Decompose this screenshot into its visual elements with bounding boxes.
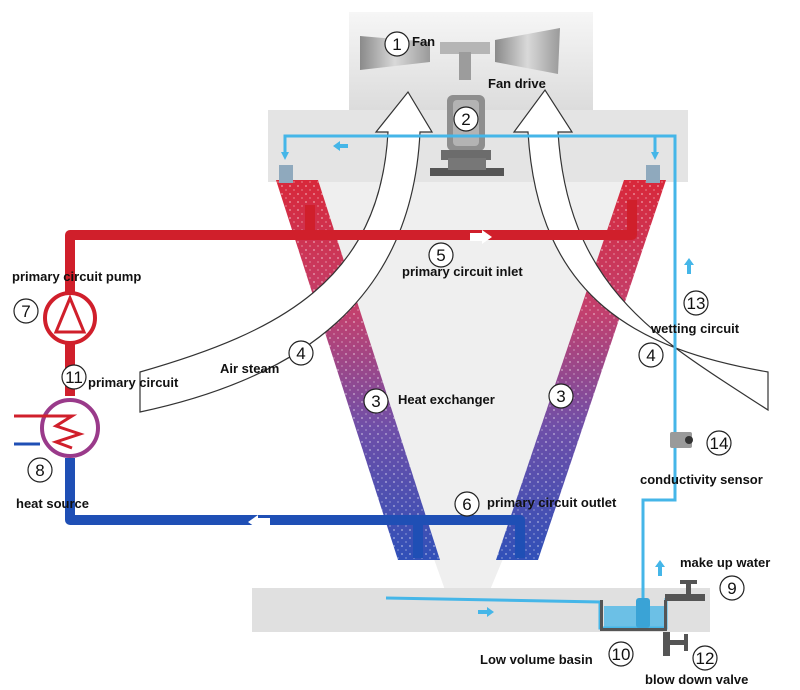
svg-text:3: 3 bbox=[556, 387, 565, 406]
primary-outlet-pipe bbox=[65, 458, 525, 558]
svg-text:2: 2 bbox=[461, 110, 470, 129]
air-stream-right bbox=[512, 88, 769, 412]
badge-11: 11 bbox=[61, 364, 87, 390]
badge-14: 14 bbox=[706, 430, 732, 456]
blow-down-valve bbox=[663, 632, 688, 656]
labels: Fan Fan drive Heat exchanger Air steam p… bbox=[12, 34, 770, 687]
low-volume-basin bbox=[385, 596, 668, 631]
label-make-up-water: make up water bbox=[680, 555, 770, 570]
label-air-stream: Air steam bbox=[220, 361, 279, 376]
label-primary-inlet: primary circuit inlet bbox=[402, 264, 523, 279]
badge-8: 8 bbox=[27, 457, 53, 483]
badge-2: 2 bbox=[453, 106, 479, 132]
svg-text:5: 5 bbox=[436, 246, 445, 265]
badge-3-right: 3 bbox=[548, 383, 574, 409]
badge-5: 5 bbox=[428, 242, 454, 268]
conductivity-sensor bbox=[670, 432, 693, 448]
badge-6: 6 bbox=[454, 491, 480, 517]
heat-exchanger-left bbox=[276, 180, 440, 560]
heat-exchanger-right bbox=[496, 180, 666, 560]
svg-text:10: 10 bbox=[612, 645, 631, 664]
label-wetting-circuit: wetting circuit bbox=[650, 321, 740, 336]
badge-4-right: 4 bbox=[638, 342, 664, 368]
label-fan: Fan bbox=[412, 34, 435, 49]
label-pump: primary circuit pump bbox=[12, 269, 141, 284]
label-fan-drive: Fan drive bbox=[488, 76, 546, 91]
svg-text:12: 12 bbox=[696, 649, 715, 668]
air-stream-left bbox=[139, 90, 434, 413]
primary-circuit-pump bbox=[43, 291, 97, 345]
water-flow-arrows bbox=[333, 141, 694, 617]
svg-text:3: 3 bbox=[371, 392, 380, 411]
label-conductivity-sensor: conductivity sensor bbox=[640, 472, 763, 487]
svg-text:6: 6 bbox=[462, 495, 471, 514]
label-primary-circuit: primary circuit bbox=[88, 375, 179, 390]
svg-text:4: 4 bbox=[646, 346, 655, 365]
heat-source bbox=[14, 398, 100, 458]
pipe-flow-arrows bbox=[248, 230, 492, 529]
badge-12: 12 bbox=[692, 645, 718, 671]
wetting-circuit bbox=[283, 134, 677, 598]
label-basin: Low volume basin bbox=[480, 652, 593, 667]
badge-13: 13 bbox=[683, 290, 709, 316]
label-heat-exchanger: Heat exchanger bbox=[398, 392, 495, 407]
badge-7: 7 bbox=[13, 298, 39, 324]
svg-text:4: 4 bbox=[296, 344, 305, 363]
svg-text:9: 9 bbox=[727, 579, 736, 598]
label-heat-source: heat source bbox=[16, 496, 89, 511]
label-primary-outlet: primary circuit outlet bbox=[487, 495, 617, 510]
svg-text:8: 8 bbox=[35, 461, 44, 480]
badge-4-left: 4 bbox=[288, 340, 314, 366]
badge-3-left: 3 bbox=[363, 388, 389, 414]
svg-text:11: 11 bbox=[65, 368, 83, 387]
svg-text:1: 1 bbox=[392, 35, 401, 54]
svg-text:13: 13 bbox=[687, 294, 706, 313]
badge-1: 1 bbox=[384, 31, 410, 57]
badge-10: 10 bbox=[608, 641, 634, 667]
badge-9: 9 bbox=[719, 575, 745, 601]
make-up-water-valve bbox=[665, 580, 705, 601]
number-badges: 1 2 3 3 4 4 5 6 7 8 9 10 11 12 13 14 bbox=[13, 31, 745, 671]
label-blow-down-valve: blow down valve bbox=[645, 672, 748, 687]
spray-nozzles bbox=[279, 152, 660, 183]
svg-text:14: 14 bbox=[710, 434, 729, 453]
svg-text:7: 7 bbox=[21, 302, 30, 321]
